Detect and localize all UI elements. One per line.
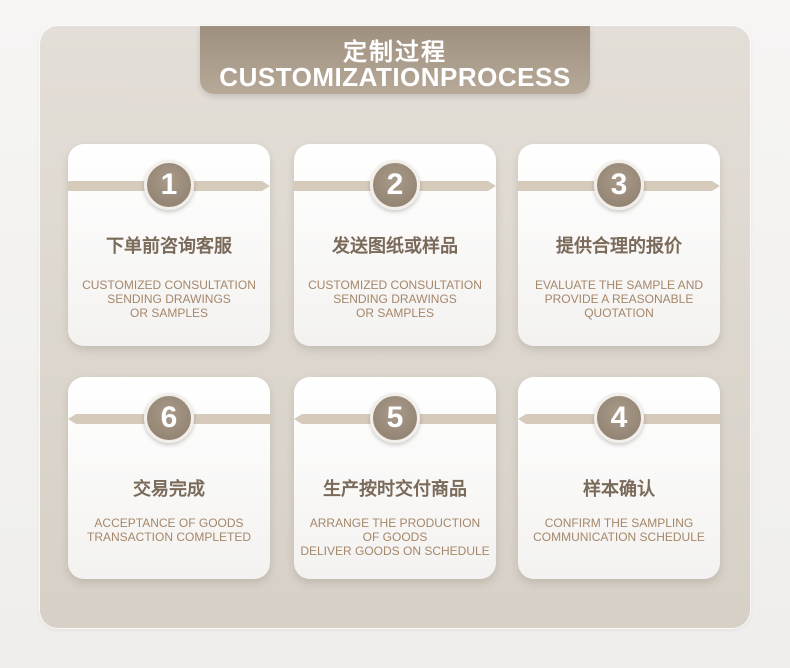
step-description: CUSTOMIZED CONSULTATION SENDING DRAWINGS… bbox=[72, 278, 266, 320]
step-description-line: SENDING DRAWINGS bbox=[107, 292, 231, 306]
step-description-line: ACCEPTANCE OF GOODS bbox=[94, 516, 244, 530]
step-description-line: SENDING DRAWINGS bbox=[333, 292, 457, 306]
step-description: ARRANGE THE PRODUCTION OF GOODS DELIVER … bbox=[298, 516, 492, 558]
step-card-3: 3 提供合理的报价 EVALUATE THE SAMPLE AND PROVID… bbox=[518, 144, 720, 346]
step-description-line: COMMUNICATION SCHEDULE bbox=[533, 530, 705, 544]
step-description-line: ARRANGE THE PRODUCTION bbox=[309, 516, 481, 530]
step-description: ACCEPTANCE OF GOODS TRANSACTION COMPLETE… bbox=[72, 516, 266, 544]
step-description-line: CUSTOMIZED CONSULTATION bbox=[308, 278, 482, 292]
step-card-4: 4 样本确认 CONFIRM THE SAMPLING COMMUNICATIO… bbox=[518, 377, 720, 579]
step-title-cn: 生产按时交付商品 bbox=[323, 479, 467, 500]
step-title-cn: 下单前咨询客服 bbox=[106, 236, 232, 257]
step-title-cn: 样本确认 bbox=[583, 479, 655, 500]
step-card-5: 5 生产按时交付商品 ARRANGE THE PRODUCTION OF GOO… bbox=[294, 377, 496, 579]
step-description-line: OR SAMPLES bbox=[355, 306, 435, 320]
step-description-line: DELIVER GOODS ON SCHEDULE bbox=[300, 544, 490, 558]
step-card-2: 2 发送图纸或样品 CUSTOMIZED CONSULTATION SENDIN… bbox=[294, 144, 496, 346]
step-description-line: QUOTATION bbox=[584, 306, 654, 320]
step-description-line: TRANSACTION COMPLETED bbox=[86, 530, 251, 544]
step-card-6: 6 交易完成 ACCEPTANCE OF GOODS TRANSACTION C… bbox=[68, 377, 270, 579]
step-number-badge: 1 bbox=[144, 160, 194, 210]
step-number-badge: 6 bbox=[144, 393, 194, 443]
step-title-cn: 发送图纸或样品 bbox=[332, 236, 458, 257]
title-english: CUSTOMIZATIONPROCESS bbox=[219, 62, 571, 92]
step-description-line: OF GOODS bbox=[362, 530, 428, 544]
step-title-cn: 交易完成 bbox=[133, 479, 205, 500]
step-description-line: EVALUATE THE SAMPLE AND bbox=[534, 278, 704, 292]
step-description-line: PROVIDE A REASONABLE bbox=[544, 292, 694, 306]
step-card-1: 1 下单前咨询客服 CUSTOMIZED CONSULTATION SENDIN… bbox=[68, 144, 270, 346]
step-description: EVALUATE THE SAMPLE AND PROVIDE A REASON… bbox=[522, 278, 716, 320]
step-title-cn: 提供合理的报价 bbox=[556, 236, 682, 257]
step-description-line: OR SAMPLES bbox=[129, 306, 209, 320]
title-chinese: 定制过程 bbox=[343, 38, 447, 66]
step-number-badge: 2 bbox=[370, 160, 420, 210]
title-tab: 定制过程 CUSTOMIZATIONPROCESS bbox=[200, 26, 590, 94]
step-number-badge: 4 bbox=[594, 393, 644, 443]
step-description-line: CUSTOMIZED CONSULTATION bbox=[82, 278, 256, 292]
step-number-badge: 5 bbox=[370, 393, 420, 443]
step-number-badge: 3 bbox=[594, 160, 644, 210]
step-description-line: CONFIRM THE SAMPLING bbox=[544, 516, 694, 530]
step-description: CONFIRM THE SAMPLING COMMUNICATION SCHED… bbox=[522, 516, 716, 544]
step-description: CUSTOMIZED CONSULTATION SENDING DRAWINGS… bbox=[298, 278, 492, 320]
